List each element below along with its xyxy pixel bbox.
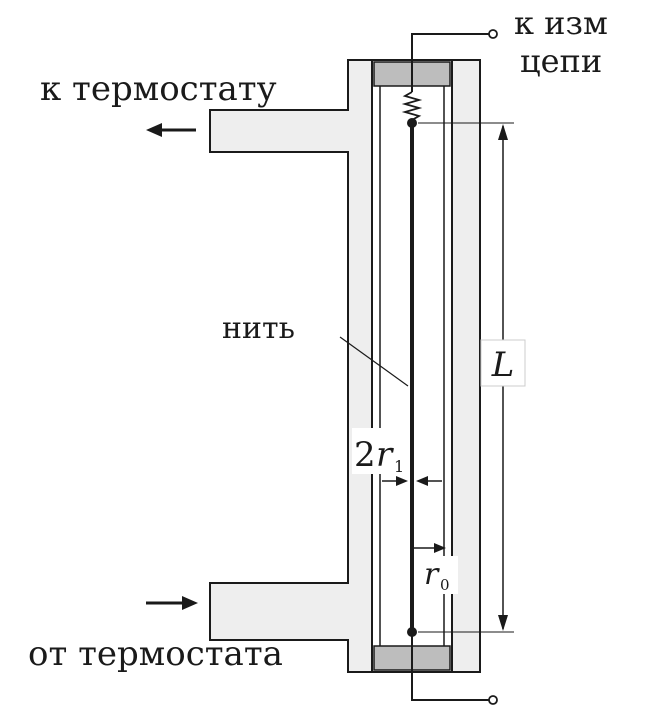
filament-top-node xyxy=(407,118,417,128)
bottom-lead-wire xyxy=(411,632,490,701)
top-terminal xyxy=(488,29,498,39)
r1-label-subscript: 1 xyxy=(394,457,404,476)
r0-label-box xyxy=(418,556,458,594)
r1-label-coefficient: 2 xyxy=(354,435,376,475)
r1-arrow-left-head xyxy=(396,476,408,486)
from-thermostat-label: от термостата xyxy=(28,634,283,674)
r1-label-symbol: r xyxy=(376,435,394,475)
r1-label-box xyxy=(352,428,410,474)
filament-label: нить xyxy=(222,311,295,346)
r0-arrow-head xyxy=(434,543,446,553)
to-thermostat-label: к термостату xyxy=(40,69,277,109)
r0-label-subscript: 0 xyxy=(440,576,450,594)
tension-spring xyxy=(401,91,423,121)
r0-label-symbol: r xyxy=(424,557,440,592)
length-arrow-top xyxy=(498,124,508,140)
length-arrow-bottom xyxy=(498,615,508,631)
measuring-circuit-label-line1: к изм xyxy=(514,4,608,42)
top-lead-wire xyxy=(411,33,490,92)
r1-arrow-right-head xyxy=(416,476,428,486)
filament-bottom-node xyxy=(407,627,417,637)
filament-leader-line xyxy=(339,336,409,387)
bottom-terminal xyxy=(488,695,498,705)
length-label-box xyxy=(480,339,526,387)
length-label: L xyxy=(491,345,515,385)
outlet-arrow-head xyxy=(146,123,162,137)
measuring-circuit-label-line2: цепи xyxy=(520,42,602,80)
inlet-arrow-head xyxy=(182,596,198,610)
